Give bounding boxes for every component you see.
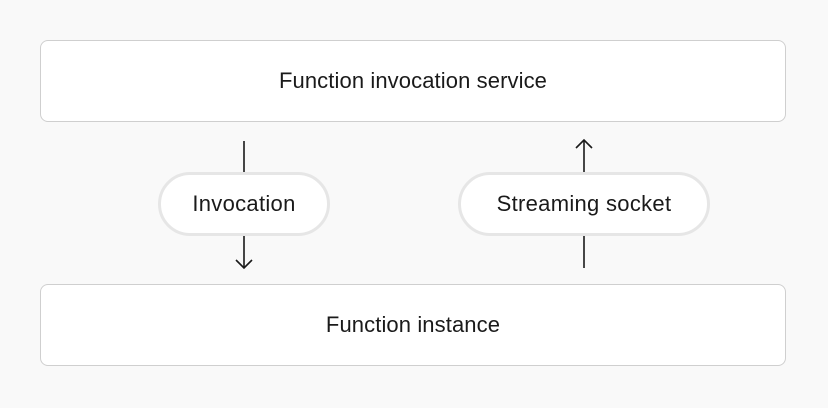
function-invocation-service-label: Function invocation service [278,68,548,93]
invocation-pill: Invocation [158,172,330,236]
function-instance-box: Function instance [40,284,786,366]
arrow-down-icon [235,259,253,270]
function-instance-label: Function instance [325,312,501,337]
invocation-label: Invocation [192,191,296,216]
streaming-socket-label: Streaming socket [496,191,672,216]
streaming-socket-pill: Streaming socket [458,172,710,236]
function-invocation-service-box: Function invocation service [40,40,786,122]
arrow-up-icon [575,138,593,149]
